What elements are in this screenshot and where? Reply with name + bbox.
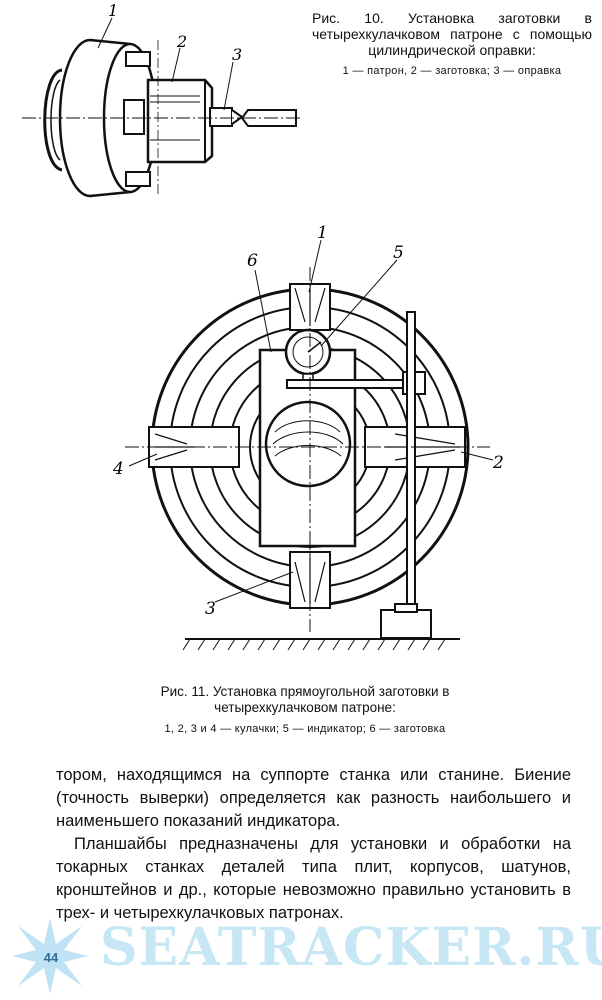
fig10-label-3: 3 — [232, 45, 242, 64]
figure-10-caption-legend: 1 — патрон, 2 — заготовка; 3 — оправка — [342, 65, 562, 77]
figure-10-caption: Рис. 10. Установка заготовки в четырехку… — [312, 10, 592, 78]
fig11-label-2: 2 — [492, 453, 504, 473]
paragraph-2: Планшайбы предназначены для установки и … — [56, 835, 571, 922]
fig11-label-3: 3 — [205, 599, 216, 619]
page-number: 44 — [43, 950, 59, 965]
figure-11-caption-title: Рис. 11. Установка прямоугольной заготов… — [160, 684, 450, 715]
figure-11-drawing: 1 5 6 4 2 3 — [112, 223, 504, 651]
fig10-label-1: 1 — [108, 1, 118, 20]
fig11-label-6: 6 — [247, 251, 258, 271]
fig11-label-4: 4 — [112, 459, 124, 479]
figure-10-drawing: 1 2 3 — [22, 1, 300, 198]
fig10-label-2: 2 — [176, 32, 187, 51]
watermark-star-icon — [12, 918, 88, 994]
watermark-text: SEATRACKER.RU — [100, 917, 602, 978]
figure-11-caption-legend: 1, 2, 3 и 4 — кулачки; 5 — индикатор; 6 … — [164, 723, 446, 735]
figure-10-caption-title: Рис. 10. Установка заготовки в четырехку… — [312, 10, 592, 58]
paragraph-1: тором, находящимся на суппорте станка ил… — [56, 766, 571, 830]
body-text: тором, находящимся на суппорте станка ил… — [56, 764, 571, 925]
fig11-label-1: 1 — [317, 223, 328, 243]
figure-11-caption: Рис. 11. Установка прямоугольной заготов… — [105, 684, 505, 736]
fig11-label-5: 5 — [393, 243, 404, 263]
